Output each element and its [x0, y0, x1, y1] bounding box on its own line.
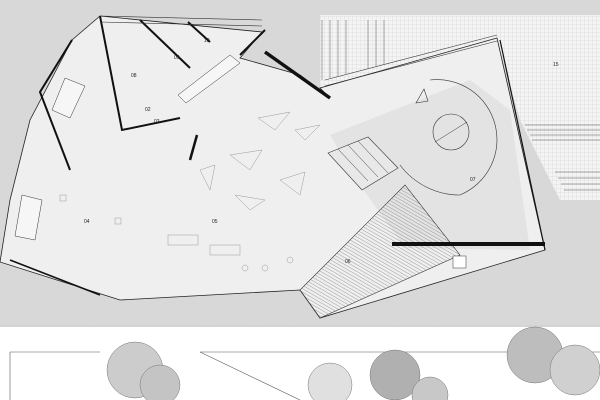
- furniture: [59, 111, 321, 272]
- walls: [9, 15, 546, 296]
- basketball-hoop-icon: [415, 88, 429, 104]
- court-room: [330, 80, 530, 250]
- room-label-04: 04: [84, 219, 90, 225]
- staircases: [14, 54, 241, 241]
- court-line: [434, 121, 468, 143]
- pillar-box: [452, 255, 467, 269]
- bleacher-stairs: [299, 184, 461, 319]
- terrace-steps: [321, 20, 600, 191]
- platform-steps: [327, 136, 399, 191]
- room-label-02b: 02: [154, 119, 160, 125]
- room-label-05: 05: [212, 219, 218, 225]
- railing: [99, 15, 498, 87]
- platform-step-lines: [337, 140, 389, 182]
- room-label-08: 08: [131, 73, 137, 79]
- room-label-06: 06: [345, 259, 351, 265]
- grid-terrace-pattern: [320, 15, 600, 200]
- section-strip: [0, 325, 600, 400]
- court-arc: [399, 79, 498, 196]
- court-circle: [432, 113, 470, 151]
- room-label-09: 09: [174, 55, 180, 61]
- room-label-07: 07: [470, 177, 476, 183]
- trees: [106, 326, 600, 400]
- room-label-15: 15: [553, 62, 559, 68]
- room-label-10: 10: [204, 38, 210, 44]
- room-label-02a: 02: [145, 107, 151, 113]
